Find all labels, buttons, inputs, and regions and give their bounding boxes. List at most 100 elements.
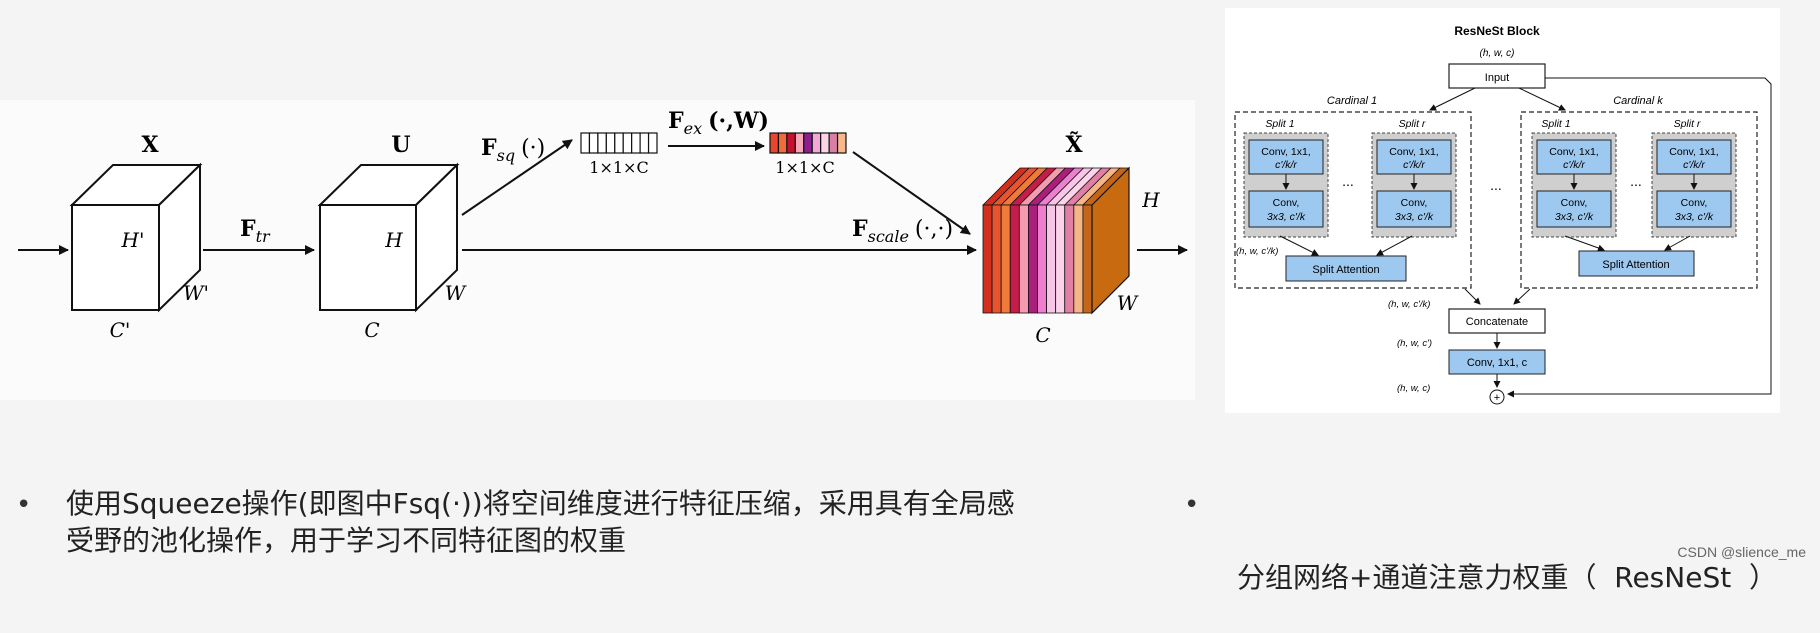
squeeze-vector-cell	[597, 132, 607, 154]
label-x: X	[141, 132, 159, 158]
squeeze-vector-cell	[639, 132, 650, 154]
conv1x1-line-2: c'/k/r	[1683, 159, 1705, 171]
squeeze-vector-cell	[605, 132, 616, 154]
final-conv-label: Conv, 1x1, c	[1467, 357, 1528, 369]
c1-splitr-to-attention-arrow	[1376, 235, 1413, 256]
squeeze-vector-cell	[588, 132, 599, 154]
cube-x-tilde	[982, 166, 1130, 315]
label-w-prime: W'	[183, 281, 209, 305]
output-slice-front	[1018, 204, 1029, 314]
squeeze-vector	[580, 132, 658, 154]
concatenate-label: Concatenate	[1466, 316, 1528, 328]
output-slice-front	[1064, 204, 1075, 314]
ck-split-ellipsis: ...	[1630, 173, 1642, 189]
left-bullet-dot: •	[16, 490, 32, 520]
right-bullet-line-1: 分组网络+通道注意力权重（ ResNeSt ）	[1237, 561, 1777, 594]
conv3x3-box	[1656, 190, 1732, 228]
resnest-title: ResNeSt Block	[1454, 24, 1540, 38]
c1-split-r-label: Split r	[1399, 118, 1426, 130]
output-slice-front	[1055, 204, 1066, 314]
conv1x1-line-1: Conv, 1x1,	[1261, 146, 1310, 158]
excitation-vector-cell	[836, 132, 847, 154]
conv1x1-line-2: c'/k/r	[1563, 159, 1585, 171]
excitation-vector-cell	[777, 132, 788, 154]
output-slice-front	[1073, 204, 1084, 314]
input-to-cardinalk-arrow	[1518, 87, 1566, 111]
conv3x3-line-1: Conv,	[1273, 197, 1300, 209]
conv3x3-box	[1536, 190, 1612, 228]
fsq-label: Fsq(·)	[481, 135, 545, 165]
cardinal-ellipsis: ...	[1490, 177, 1502, 193]
left-bullet-text: 使用Squeeze操作(即图中Fsq(·))将空间维度进行特征压缩，采用具有全局…	[66, 485, 1015, 559]
c1-split-ellipsis: ...	[1342, 173, 1354, 189]
label-h-u: H	[384, 228, 403, 252]
label-u: U	[391, 132, 410, 158]
left-bullet-line-2: 受野的池化操作，用于学习不同特征图的权重	[66, 524, 627, 557]
ck-split-attention-box	[1578, 250, 1695, 277]
ftr-label: Ftr	[240, 216, 271, 246]
conv3x3-line-2: 3x3, c'/k	[1395, 211, 1434, 223]
output-slice-front	[1037, 204, 1047, 314]
cube-x	[69, 162, 203, 313]
output-cube-side	[1091, 166, 1130, 315]
vec2-dims-label: 1×1×C	[775, 158, 834, 177]
excitation-vector-cell	[769, 132, 780, 154]
output-slice-front	[1000, 204, 1011, 314]
resnest-block-diagram: ResNeSt Block (h, w, c) Input Cardinal 1…	[1225, 8, 1780, 413]
conv1x1-line-2: c'/k/r	[1403, 159, 1425, 171]
conv1x1-box	[1376, 139, 1452, 175]
squeeze-vector-cell	[614, 132, 624, 154]
ck-split-attention-label: Split Attention	[1602, 259, 1669, 271]
conv1x1-line-2: c'/k/r	[1275, 159, 1297, 171]
ck-split-1-label: Split 1	[1541, 118, 1570, 130]
conv1x1-line-1: Conv, 1x1,	[1389, 146, 1438, 158]
ck-split-r-label: Split r	[1674, 118, 1701, 130]
cube-u	[317, 162, 460, 313]
label-w-u: W	[445, 281, 467, 305]
squeeze-vector-cell	[580, 132, 591, 154]
left-bullet-line-1: 使用Squeeze操作(即图中Fsq(·))将空间维度进行特征压缩，采用具有全局…	[66, 487, 1015, 520]
label-h-out: H	[1141, 188, 1160, 212]
fsq-arrow	[461, 139, 573, 216]
output-slice-front	[1009, 204, 1020, 314]
vec-to-scale-arrow	[852, 151, 971, 235]
label-h-prime: H'	[121, 228, 145, 252]
conv1x1-box	[1248, 139, 1324, 175]
split-dims-label: (h, w, c'/k)	[1236, 246, 1278, 257]
label-w-out: W	[1117, 291, 1139, 315]
conv1x1-box	[1536, 139, 1612, 175]
skip-connection	[1507, 77, 1772, 398]
conv3x3-box	[1376, 190, 1452, 228]
conv1x1-box	[1656, 139, 1732, 175]
fex-label: Fex(·,W)	[668, 108, 769, 138]
figure-canvas: X H' W' C' Ftr U H W C Fsq(·) 1×1×C Fex(…	[0, 8, 1780, 413]
ck-split1-to-attention-arrow	[1564, 235, 1605, 252]
cardinalk-to-concat-arrow	[1513, 288, 1531, 305]
c1-split-1-label: Split 1	[1265, 118, 1294, 130]
output-slice-front	[1028, 204, 1038, 314]
cardinal-1-group	[1234, 111, 1472, 289]
cardinal-k-label: Cardinal k	[1613, 95, 1663, 107]
conv3x3-line-2: 3x3, c'/k	[1675, 211, 1714, 223]
output-slice-front	[1082, 204, 1093, 314]
conv3x3-line-2: 3x3, c'/k	[1555, 211, 1594, 223]
excitation-vector	[769, 132, 847, 154]
squeeze-vector-cell	[622, 132, 633, 154]
conv1x1-line-1: Conv, 1x1,	[1549, 146, 1598, 158]
input-box	[1448, 63, 1546, 89]
label-c-out: C	[1035, 323, 1050, 347]
conv1x1-line-1: Conv, 1x1,	[1669, 146, 1718, 158]
label-x-tilde: X̃	[1065, 132, 1083, 158]
conv3x3-line-1: Conv,	[1401, 197, 1428, 209]
concat-dims-label: (h, w, c'/k)	[1388, 299, 1430, 310]
ck-splitr-to-attention-arrow	[1664, 235, 1691, 251]
excitation-vector-cell	[828, 132, 839, 154]
conv3x3-line-1: Conv,	[1561, 197, 1588, 209]
se-block-diagram: X H' W' C' Ftr U H W C Fsq(·) 1×1×C Fex(…	[0, 100, 1195, 400]
c1-split1-to-attention-arrow	[1279, 235, 1319, 256]
conv-dims-label: (h, w, c')	[1397, 338, 1432, 349]
conv3x3-box	[1248, 190, 1324, 228]
excitation-vector-cell	[820, 132, 830, 154]
final-conv-box	[1448, 349, 1546, 375]
conv3x3-line-2: 3x3, c'/k	[1267, 211, 1306, 223]
